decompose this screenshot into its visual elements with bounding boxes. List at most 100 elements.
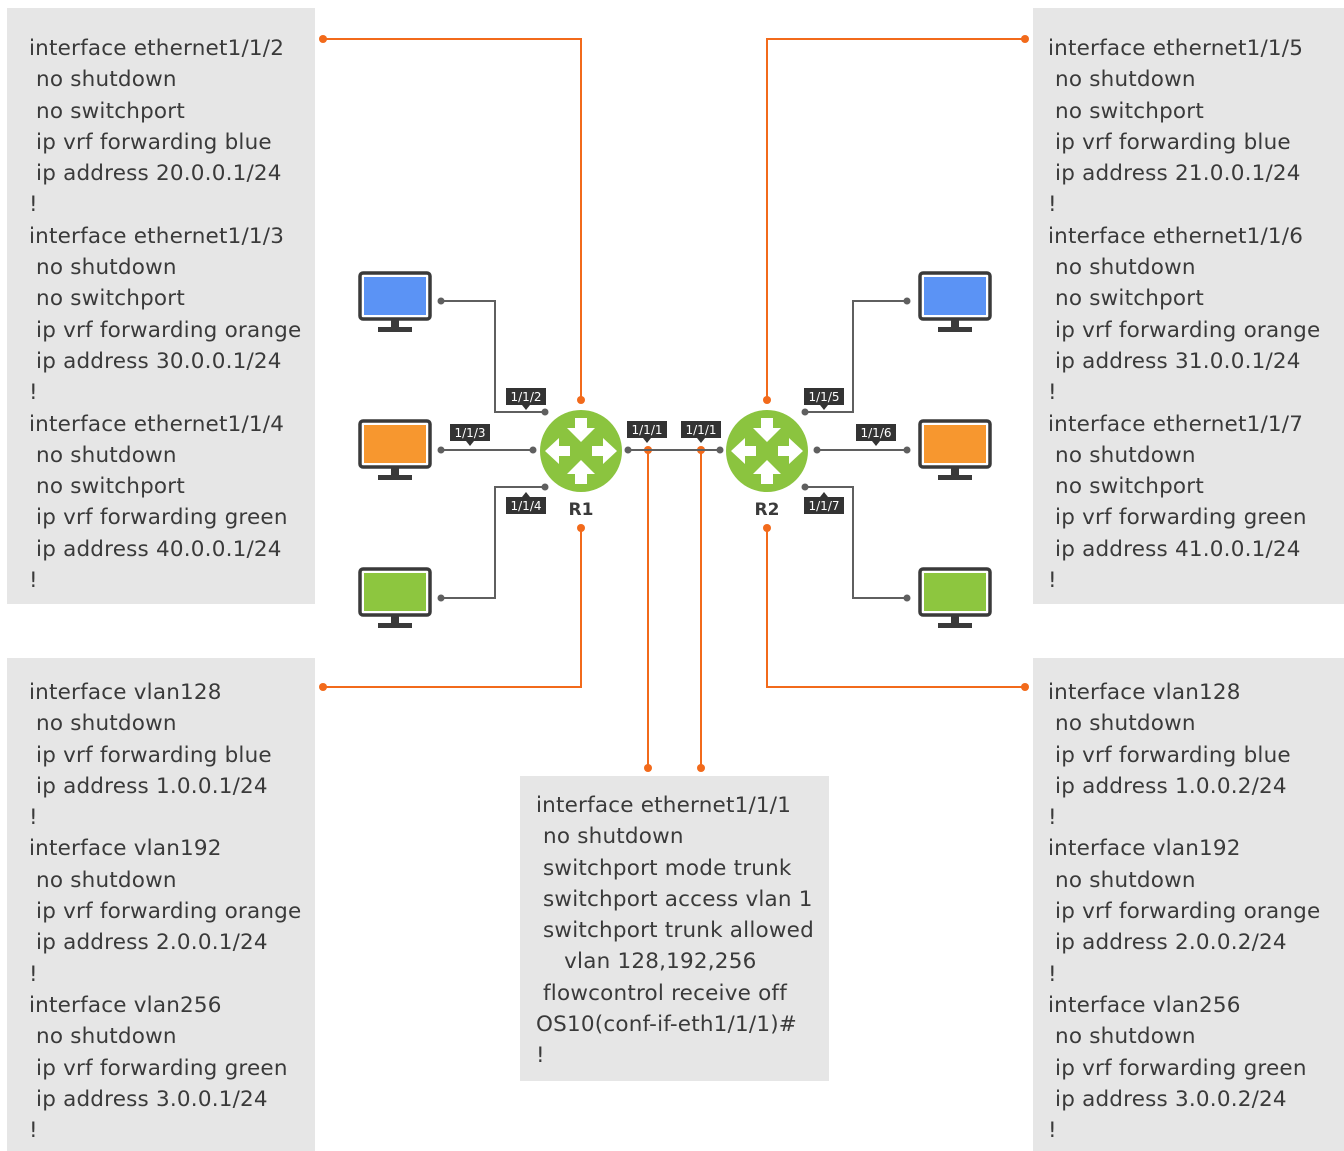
svg-text:1/1/6: 1/1/6 <box>861 426 892 440</box>
config-line: ! <box>1048 961 1057 987</box>
config-line: ip address 40.0.0.1/24 <box>29 536 282 562</box>
config-line: no shutdown <box>1048 867 1196 893</box>
config-line: ! <box>29 805 38 831</box>
config-line: interface vlan256 <box>29 992 222 1018</box>
config-line: ip vrf forwarding blue <box>29 129 272 155</box>
config-line: no shutdown <box>1048 442 1196 468</box>
desktop-monitor-icon <box>918 567 992 630</box>
desktop-monitor-icon <box>358 419 432 482</box>
config-line: ip vrf forwarding orange <box>29 899 302 925</box>
config-line: ! <box>29 380 38 406</box>
config-line: no shutdown <box>29 1024 177 1050</box>
config-line: ! <box>1048 192 1057 218</box>
router-icon <box>726 410 808 492</box>
svg-text:1/1/1: 1/1/1 <box>686 423 717 437</box>
svg-text:1/1/5: 1/1/5 <box>809 390 840 404</box>
config-line: no switchport <box>1048 286 1204 312</box>
config-line: interface vlan192 <box>1048 836 1241 862</box>
link-r1-vlan-config <box>323 528 582 688</box>
config-line: interface ethernet1/1/5 <box>1048 36 1304 61</box>
svg-text:1/1/2: 1/1/2 <box>511 390 542 404</box>
config-line: ! <box>29 1118 38 1144</box>
link-r1-pc-blue <box>441 300 545 413</box>
config-line: ip vrf forwarding orange <box>1048 899 1321 925</box>
port-tag-r2-1-1-5: 1/1/5 <box>804 388 844 410</box>
config-box-r1-ethernet: interface ethernet1/1/2 no shutdown no s… <box>7 8 315 604</box>
port-tag-r2-1-1-7: 1/1/7 <box>804 492 844 514</box>
config-line: ip address 1.0.0.2/24 <box>1048 773 1287 799</box>
config-line: ! <box>536 1043 545 1069</box>
port-tag-r1-1-1-3: 1/1/3 <box>450 424 490 446</box>
port-tag-r2-1-1-6: 1/1/6 <box>856 424 896 446</box>
config-line: ip vrf forwarding green <box>29 1055 288 1081</box>
config-line: ip vrf forwarding blue <box>29 742 272 768</box>
config-line: flowcontrol receive off <box>536 980 787 1006</box>
router-label-r1: R1 <box>569 500 594 520</box>
config-line: ip vrf forwarding blue <box>1048 129 1291 155</box>
desktop-monitor-icon <box>918 271 992 334</box>
config-line: interface vlan256 <box>1048 992 1241 1018</box>
config-line: interface ethernet1/1/7 <box>1048 411 1304 437</box>
config-line: ip address 2.0.0.1/24 <box>29 930 268 956</box>
link-r2-eth-config <box>766 38 1025 400</box>
config-line: ip address 20.0.0.1/24 <box>29 161 282 187</box>
orange-link-dots <box>319 35 1029 772</box>
link-r1-eth-config <box>323 38 582 400</box>
config-line: no shutdown <box>1048 67 1196 93</box>
config-line: ip address 31.0.0.1/24 <box>1048 348 1301 374</box>
config-line: ip address 1.0.0.1/24 <box>29 773 268 799</box>
config-line: interface ethernet1/1/3 <box>29 223 285 249</box>
config-line: no switchport <box>29 474 185 500</box>
config-line: interface vlan128 <box>29 680 222 705</box>
config-line: ! <box>1048 568 1057 594</box>
desktop-monitor-icon <box>358 271 432 334</box>
orange-links <box>323 38 1025 768</box>
config-line: ! <box>1048 380 1057 406</box>
gray-links <box>441 300 907 599</box>
port-tag-r1-1-1-4: 1/1/4 <box>506 492 546 514</box>
config-line: ip vrf forwarding green <box>1048 1055 1307 1081</box>
config-line: ip address 30.0.0.1/24 <box>29 348 282 374</box>
config-line: interface vlan192 <box>29 836 222 862</box>
config-line: no shutdown <box>29 867 177 893</box>
link-r2-pc-green <box>805 486 907 599</box>
link-r2-vlan-config <box>766 528 1025 688</box>
config-line: no switchport <box>1048 474 1204 500</box>
config-line: no switchport <box>29 286 185 312</box>
config-line: ip address 21.0.0.1/24 <box>1048 161 1301 187</box>
config-line: OS10(conf-if-eth1/1/1)# <box>536 1012 798 1038</box>
config-line: ! <box>29 568 38 594</box>
config-line: ! <box>1048 805 1057 831</box>
config-box-r2-ethernet: interface ethernet1/1/5 no shutdown no s… <box>1033 8 1344 604</box>
config-line: interface vlan128 <box>1048 680 1241 705</box>
config-line: no shutdown <box>29 67 177 93</box>
config-box-r1-vlan: interface vlan128 no shutdown ip vrf for… <box>7 658 315 1151</box>
config-line: no shutdown <box>29 255 177 281</box>
config-line: no shutdown <box>29 711 177 737</box>
router-label-r2: R2 <box>755 500 780 520</box>
config-line: ip vrf forwarding green <box>29 505 288 531</box>
link-r2-pc-blue <box>805 300 907 413</box>
config-line: ip address 2.0.0.2/24 <box>1048 930 1287 956</box>
config-line: vlan 128,192,256 <box>536 949 757 975</box>
config-line: no shutdown <box>29 442 177 468</box>
config-line: ! <box>1048 1118 1057 1144</box>
config-line: ip address 41.0.0.1/24 <box>1048 536 1301 562</box>
svg-text:1/1/4: 1/1/4 <box>511 499 542 513</box>
config-line: ! <box>29 192 38 218</box>
config-line: ip address 3.0.0.2/24 <box>1048 1086 1287 1112</box>
config-line: ip vrf forwarding orange <box>29 317 302 343</box>
router-icon <box>540 410 622 492</box>
config-box-r2-vlan: interface vlan128 no shutdown ip vrf for… <box>1033 658 1344 1151</box>
config-line: ! <box>29 961 38 987</box>
config-line: interface ethernet1/1/1 <box>536 793 792 818</box>
config-line: no switchport <box>1048 98 1204 124</box>
config-line: switchport trunk allowed <box>536 918 814 944</box>
config-line: interface ethernet1/1/2 <box>29 36 285 61</box>
config-line: ip vrf forwarding green <box>1048 505 1307 531</box>
config-line: no shutdown <box>1048 1024 1196 1050</box>
config-line: interface ethernet1/1/6 <box>1048 223 1304 249</box>
config-box-trunk-ethernet1-1-1: interface ethernet1/1/1 no shutdown swit… <box>520 776 829 1081</box>
config-line: switchport access vlan 1 <box>536 886 813 912</box>
